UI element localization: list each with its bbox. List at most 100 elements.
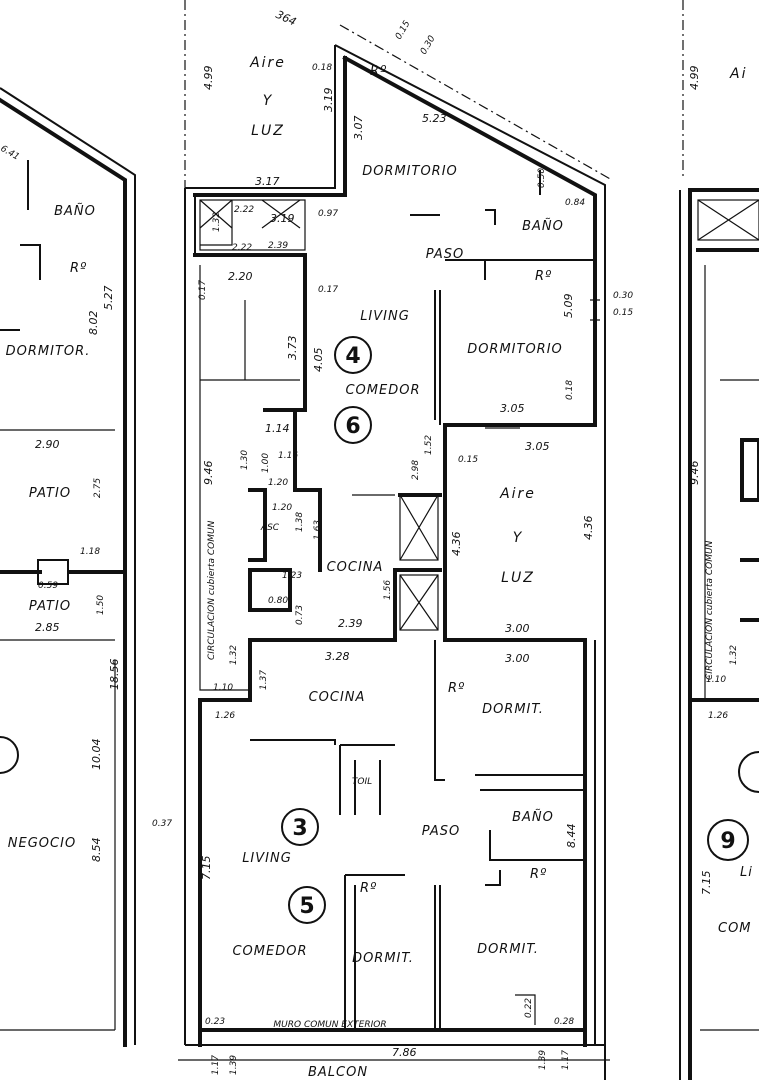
room-comedor-bottom: COMEDOR	[232, 944, 307, 959]
dimension: 1.23	[282, 571, 302, 581]
dimension: 0.50	[537, 168, 547, 188]
room-aire-mid: Aire	[499, 486, 536, 502]
dimension: 1.63	[313, 520, 323, 540]
dimension: 5.09	[562, 294, 575, 319]
dimension: 1.18	[80, 547, 100, 557]
left-room-patio-2: PATIO	[29, 599, 71, 614]
room-labels: Aire Y LUZ DORMITORIO BAÑO PASO LIVING C…	[6, 55, 753, 1080]
right-room-comedor: COM	[718, 921, 752, 936]
right-room-living: Li	[740, 865, 753, 880]
dimension: 1.50	[96, 595, 106, 615]
room-aire-top: Aire	[249, 55, 286, 71]
room-luz-mid: LUZ	[501, 570, 535, 586]
unit-circle-4	[334, 336, 372, 374]
dimension: 7.15	[700, 871, 713, 896]
dimension: 0.30	[419, 34, 438, 57]
dimension: 0.15	[458, 455, 478, 465]
room-dormit-right: DORMIT.	[482, 702, 544, 717]
right-room-circulacion: CIRCULACION cubierta COMUN	[705, 540, 715, 680]
dimension: 1.16	[278, 451, 298, 461]
room-dormitorio-mid: DORMITORIO	[467, 342, 563, 357]
dimension: 0.15	[613, 308, 633, 318]
left-room-negocio: NEGOCIO	[8, 836, 76, 851]
dimension: 0.73	[295, 605, 305, 625]
right-neighbour-unit	[679, 0, 759, 1080]
unit-number-9: 9	[720, 829, 735, 854]
room-dormit-center: DORMIT.	[477, 942, 539, 957]
room-bano-top: BAÑO	[522, 218, 564, 234]
dimension: 8.54	[90, 838, 103, 863]
dimension: 1.32	[212, 212, 222, 232]
unit-number-6: 6	[345, 414, 360, 439]
room-muro: MURO COMUN EXTERIOR	[273, 1020, 386, 1030]
dimension: 1.30	[240, 450, 250, 470]
unit-numbers: 4 6 3 5 9	[281, 336, 736, 924]
room-circulacion: CIRCULACION cubierta COMUN	[207, 520, 217, 660]
left-room-bano: BAÑO	[54, 203, 96, 219]
dimension: 5.23	[422, 112, 447, 125]
dimension: 9.46	[688, 461, 701, 486]
room-cocina-bottom: COCINA	[309, 690, 366, 705]
room-dormitorio-top: DORMITORIO	[362, 164, 458, 179]
dimension: 3.00	[505, 622, 530, 635]
dimension: 1.17	[561, 1050, 571, 1070]
dimension: 0.18	[312, 63, 332, 73]
dimension: 3.19	[270, 212, 295, 225]
dimension: 0.59	[38, 581, 58, 591]
dimension: 4.36	[450, 532, 463, 557]
dimension: 3.17	[255, 175, 280, 188]
room-cocina-top: COCINA	[327, 560, 384, 575]
room-living-top: LIVING	[360, 309, 410, 324]
room-luz-top: LUZ	[251, 123, 285, 139]
dimension: 1.32	[229, 645, 239, 665]
dimension: 4.99	[202, 66, 215, 91]
ro-label: Rº	[360, 881, 377, 896]
dimension: 3.73	[286, 336, 299, 361]
dimension: 0.17	[198, 280, 208, 300]
dimension: 0.97	[318, 209, 338, 219]
dimension: 7.86	[392, 1046, 417, 1059]
unit-circle	[0, 736, 19, 774]
dimension: 4.99	[688, 66, 701, 91]
dimension: 2.20	[228, 270, 253, 283]
dimension: 0.30	[613, 291, 633, 301]
dimension: 3.05	[500, 402, 525, 415]
dimension: 0.17	[318, 285, 338, 295]
room-paso-top: PASO	[426, 247, 465, 262]
dimension: 0.80	[268, 596, 288, 606]
ro-label: Rº	[370, 64, 387, 79]
dimension: 1.39	[538, 1050, 548, 1070]
dimension: 6.41	[0, 144, 21, 163]
ro-label: Rº	[530, 867, 547, 882]
unit-number-3: 3	[292, 816, 307, 841]
room-balcon: BALCON	[308, 1065, 368, 1080]
dimension: 2.22	[232, 243, 252, 253]
unit-circle-5	[288, 886, 326, 924]
dimension: 4.36	[582, 516, 595, 541]
unit-circle-6	[334, 406, 372, 444]
ro-label: Rº	[535, 269, 552, 284]
dimension: 9.46	[202, 461, 215, 486]
dimension: 1.10	[706, 675, 726, 685]
unit-number-4: 4	[345, 344, 360, 369]
dimension: 0.15	[394, 19, 413, 42]
dimension: 8.02	[87, 311, 100, 336]
dimension: 1.26	[215, 711, 235, 721]
room-y-top: Y	[263, 93, 274, 109]
ro-label: Rº	[70, 261, 87, 276]
dimension: 0.84	[565, 198, 585, 208]
unit-circle-3	[281, 808, 319, 846]
dimension: 3.00	[505, 652, 530, 665]
dimension: 1.56	[383, 580, 393, 600]
dimension: 1.26	[708, 711, 728, 721]
dimension: 2.39	[268, 241, 288, 251]
dimension: 1.20	[272, 503, 292, 513]
dimension: 1.32	[729, 645, 739, 665]
dimension: 1.37	[259, 670, 269, 690]
unit-number-5: 5	[299, 894, 314, 919]
dimension: 0.28	[554, 1017, 574, 1027]
dimension: 1.14	[265, 422, 290, 435]
dimension: 18.56	[108, 659, 121, 691]
left-room-patio-1: PATIO	[29, 486, 71, 501]
